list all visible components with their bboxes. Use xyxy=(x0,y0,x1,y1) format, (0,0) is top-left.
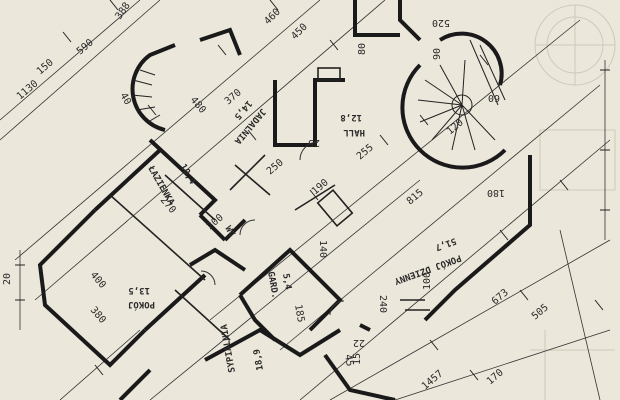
dim-80: 80 xyxy=(357,43,368,55)
dim-25: 25 xyxy=(308,137,320,148)
wall-gard xyxy=(238,247,343,332)
door-swings xyxy=(200,141,345,316)
dim-180: 180 xyxy=(487,187,505,198)
interior-lines xyxy=(109,67,430,341)
area-sypialnia: 18,9 xyxy=(252,348,266,371)
dim-100: 100 xyxy=(422,272,433,290)
dim-60: 60 xyxy=(488,92,500,103)
walls xyxy=(37,0,532,400)
dim-45: 45 xyxy=(342,354,355,368)
area-hall: 12,8 xyxy=(340,112,362,122)
spiral-staircase xyxy=(417,39,506,151)
label-pokoj: POKÓJ xyxy=(128,299,155,311)
faint-background-marks xyxy=(530,4,616,400)
dim-40: 40 xyxy=(117,91,133,107)
dim-140: 140 xyxy=(317,240,328,258)
bay-window-mullions xyxy=(131,69,161,123)
label-wc: WC xyxy=(222,225,236,239)
wall-pokoj-outer xyxy=(37,208,147,368)
area-pokoj: 13,5 xyxy=(128,285,150,295)
area-gard: 5,4 xyxy=(280,273,293,291)
wall-sypialnia xyxy=(204,327,342,362)
dim-90: 90 xyxy=(432,48,443,60)
dim-15: 15 xyxy=(352,353,363,365)
dim-185: 185 xyxy=(292,304,306,324)
dim-240: 240 xyxy=(377,295,388,313)
wall-stair-tower xyxy=(400,63,507,170)
label-hall: HALL xyxy=(343,127,365,137)
dim-22: 22 xyxy=(353,337,365,348)
dim-20: 20 xyxy=(2,273,13,285)
label-gard: GARD. xyxy=(265,271,280,299)
dim-520: 520 xyxy=(432,17,450,28)
wall-east xyxy=(423,155,532,322)
dimension-ticks xyxy=(15,0,610,381)
